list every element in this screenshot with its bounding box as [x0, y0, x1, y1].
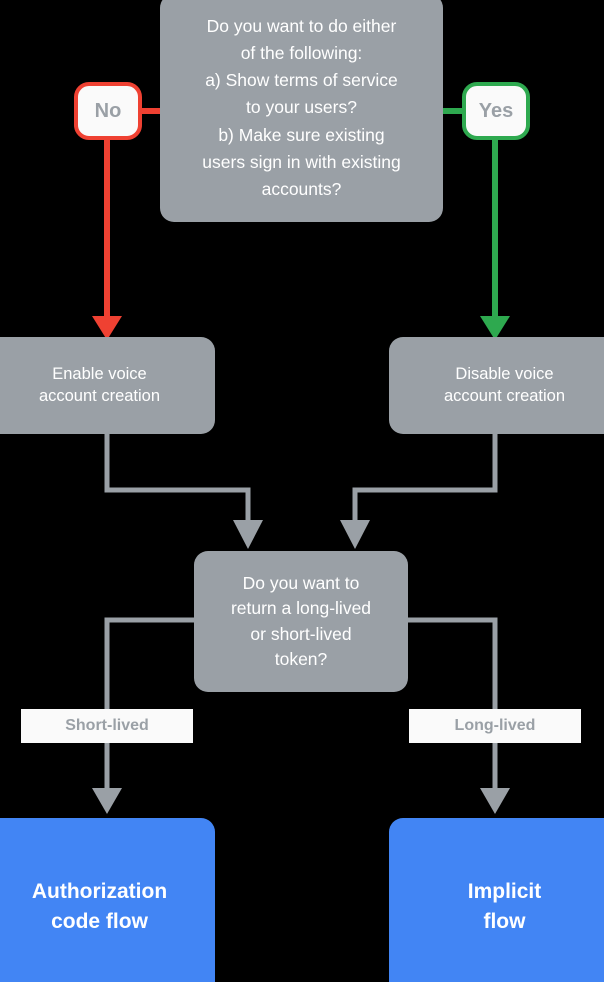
- action-node-disable-voice-account-creation-text: Disable voice account creation: [443, 364, 566, 405]
- terminal-node-implicit-flow-text: Implicit flow: [467, 880, 542, 933]
- connector-token-to-authorization: [104, 617, 196, 790]
- edge-label-long-lived: Long-lived: [409, 709, 581, 743]
- action-node-enable-voice-account-creation-text: Enable voice account creation: [38, 364, 161, 405]
- edge-label-short-lived-text: Short-lived: [65, 717, 149, 734]
- branch-badge-no[interactable]: No: [74, 82, 142, 140]
- terminal-node-authorization-code-flow: Authorization code flow: [0, 818, 215, 982]
- edge-label-short-lived: Short-lived: [21, 709, 193, 743]
- decision-node-token-lifetime: Do you want to return a long-lived or sh…: [194, 551, 408, 692]
- connector-enable-to-token-decision: [104, 433, 251, 522]
- branch-badge-no-label: No: [94, 99, 122, 122]
- branch-badge-yes[interactable]: Yes: [462, 82, 530, 140]
- action-node-enable-voice-account-creation: Enable voice account creation: [0, 337, 215, 434]
- connector-disable-to-token-decision: [352, 433, 498, 522]
- terminal-node-implicit-flow: Implicit flow: [389, 818, 604, 982]
- arrowhead-disable-to-token-decision: [340, 520, 370, 549]
- decision-node-token-lifetime-text: Do you want to return a long-lived or sh…: [230, 572, 372, 669]
- action-node-disable-voice-account-creation: Disable voice account creation: [389, 337, 604, 434]
- arrowhead-enable-to-token-decision: [233, 520, 263, 549]
- edge-label-long-lived-text: Long-lived: [454, 717, 536, 734]
- connector-token-to-implicit: [406, 617, 498, 790]
- decision-node-account-creation-text: Do you want to do either of the followin…: [202, 16, 401, 199]
- terminal-node-authorization-code-flow-text: Authorization code flow: [31, 880, 168, 933]
- decision-node-account-creation: Do you want to do either of the followin…: [160, 0, 443, 222]
- branch-badge-yes-label: Yes: [478, 99, 514, 122]
- arrowhead-token-to-implicit: [480, 788, 510, 814]
- arrowhead-token-to-authorization: [92, 788, 122, 814]
